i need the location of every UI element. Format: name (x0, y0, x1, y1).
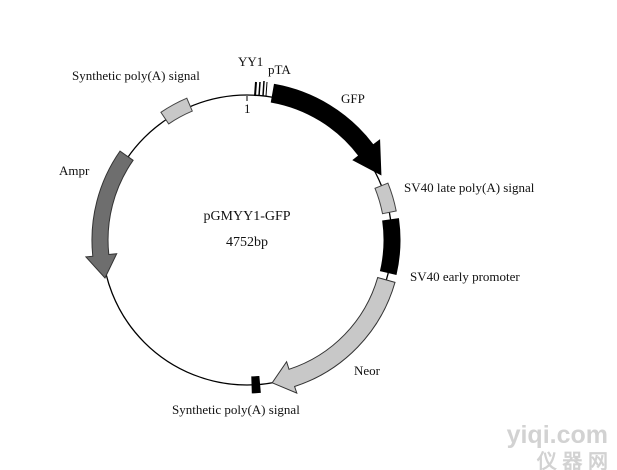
sv40-early-promoter-feature (379, 218, 401, 275)
sv40-late-polya-feature (374, 182, 397, 215)
label-pta: pTA (268, 62, 291, 77)
watermark-domain: yiqi.com (507, 421, 608, 449)
label-synthetic-polya-bottom: Synthetic poly(A) signal (172, 402, 300, 417)
synthetic-polya-bottom-feature (251, 375, 261, 394)
plasmid-size: 4752bp (226, 235, 268, 250)
synthetic-polya-top-feature (160, 97, 193, 125)
watermark-cjk: 仪 器 网 (536, 450, 608, 470)
label-origin: 1 (244, 101, 251, 116)
yy1-site-marker (254, 80, 268, 97)
plasmid-name: pGMYY1-GFP (203, 209, 290, 224)
ampr-feature-arrow (84, 150, 134, 279)
neor-feature-arrow (271, 276, 396, 394)
label-gfp: GFP (341, 91, 365, 106)
label-yy1: YY1 (238, 54, 263, 69)
label-sv40-late: SV40 late poly(A) signal (404, 180, 535, 195)
label-sv40-early: SV40 early promoter (410, 269, 520, 284)
label-ampr: Ampr (59, 163, 90, 178)
gfp-feature-arrow (270, 83, 382, 176)
label-neor: Neor (354, 363, 381, 378)
label-synthetic-polya-top: Synthetic poly(A) signal (72, 68, 200, 83)
